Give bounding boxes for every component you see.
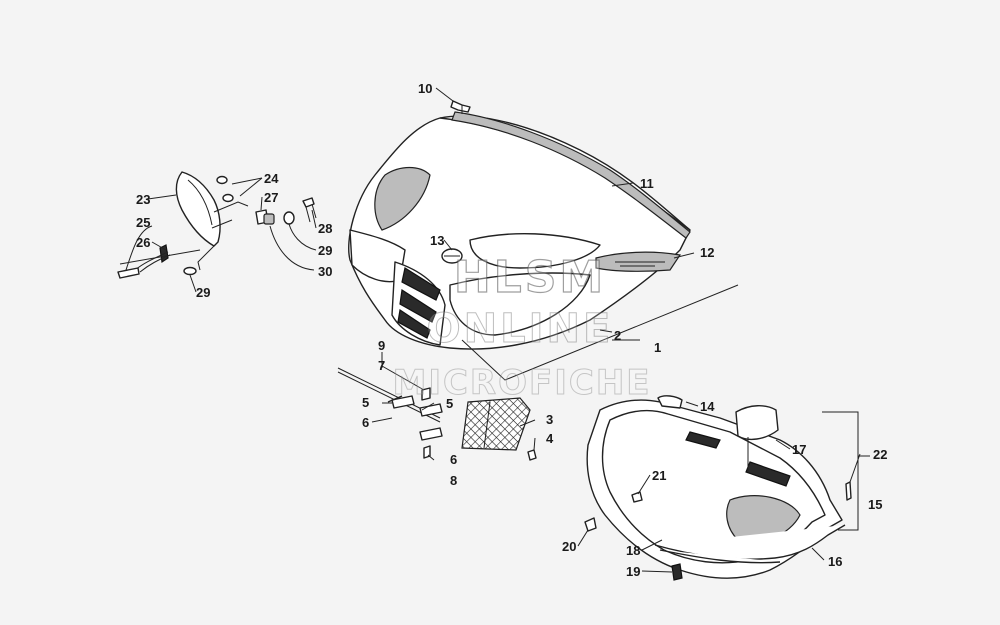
callout-10: 10 xyxy=(418,81,432,96)
callout-19: 19 xyxy=(626,564,640,579)
callout-11: 11 xyxy=(640,176,654,191)
headlight-assembly xyxy=(117,171,317,279)
hood-assembly xyxy=(348,100,739,381)
callout-1: 1 xyxy=(654,340,661,355)
callouts: 1 2 3 4 5 5 6 6 7 8 9 10 11 12 13 14 15 … xyxy=(136,81,887,579)
callout-2: 2 xyxy=(614,328,621,343)
callout-4: 4 xyxy=(546,431,554,446)
callout-25: 25 xyxy=(136,215,150,230)
leader-lines xyxy=(125,87,870,573)
callout-12: 12 xyxy=(700,245,714,260)
callout-8: 8 xyxy=(450,473,457,488)
callout-7: 7 xyxy=(378,358,385,373)
watermark-line2: ONLINE xyxy=(427,306,614,352)
callout-24: 24 xyxy=(264,171,279,186)
callout-3: 3 xyxy=(546,412,553,427)
callout-5-left: 5 xyxy=(362,395,369,410)
watermark-line3: MICROFICHE xyxy=(392,363,651,403)
callout-6-left: 6 xyxy=(362,415,369,430)
callout-21: 21 xyxy=(652,468,666,483)
callout-5-right: 5 xyxy=(446,396,453,411)
callout-14: 14 xyxy=(700,399,715,414)
callout-9: 9 xyxy=(378,338,385,353)
callout-27: 27 xyxy=(264,190,278,205)
callout-6-lower: 6 xyxy=(450,452,457,467)
callout-29-lower: 29 xyxy=(196,285,210,300)
callout-23: 23 xyxy=(136,192,150,207)
callout-28: 28 xyxy=(318,221,332,236)
callout-22: 22 xyxy=(873,447,887,462)
callout-29-right: 29 xyxy=(318,243,332,258)
watermark-line1: HLSM xyxy=(454,252,606,303)
callout-17: 17 xyxy=(792,442,806,457)
callout-16: 16 xyxy=(828,554,842,569)
callout-18: 18 xyxy=(626,543,640,558)
console-assembly xyxy=(584,395,859,581)
callout-20: 20 xyxy=(562,539,576,554)
callout-26: 26 xyxy=(136,235,150,250)
callout-13: 13 xyxy=(430,233,444,248)
callout-30: 30 xyxy=(318,264,332,279)
callout-15: 15 xyxy=(868,497,882,512)
watermark: HLSM ONLINE MICROFICHE xyxy=(392,251,651,403)
